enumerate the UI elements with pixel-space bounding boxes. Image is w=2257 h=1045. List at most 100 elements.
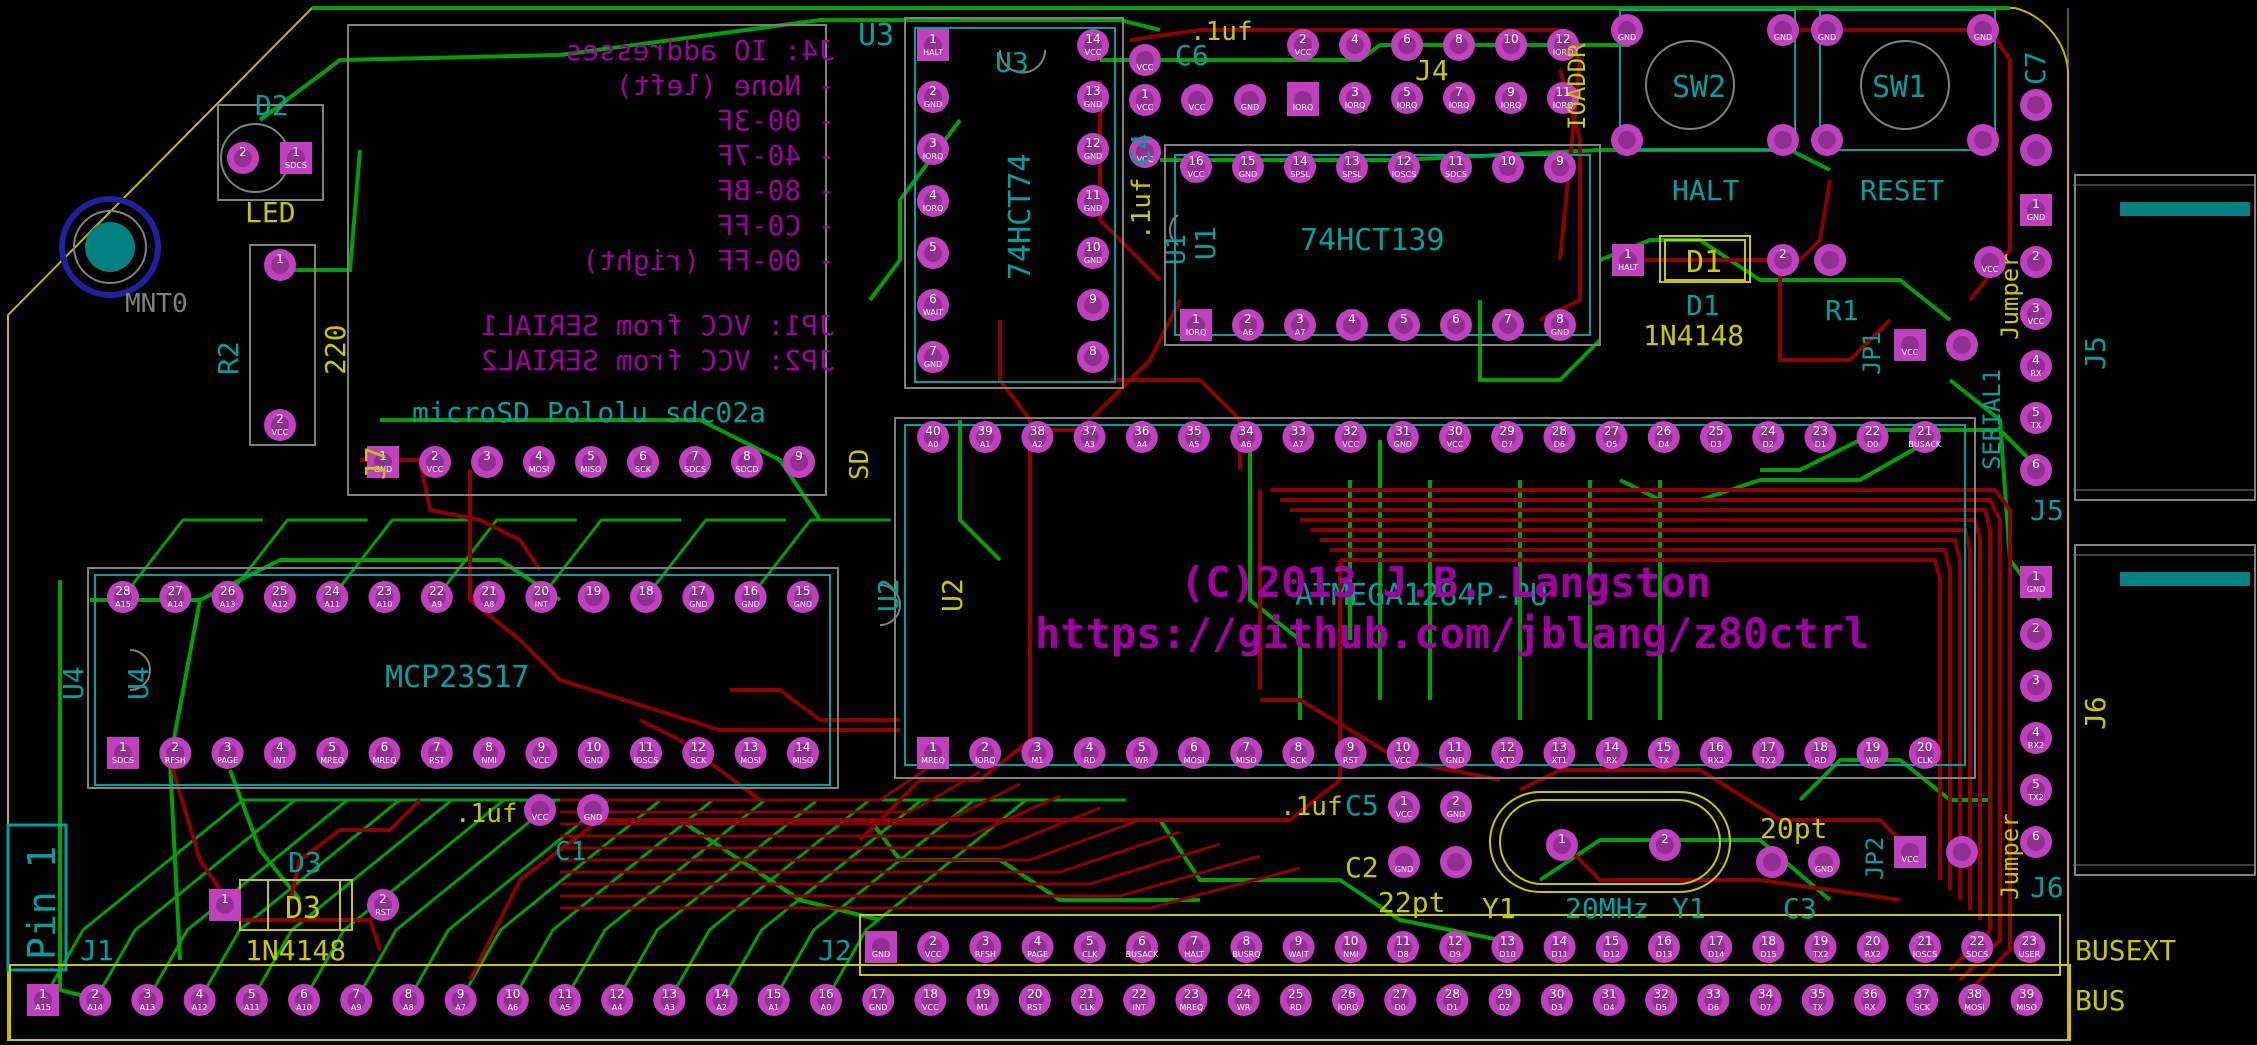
svg-text:23: 23 <box>1184 987 1199 1001</box>
pin1-label: Pin 1 <box>20 846 64 960</box>
svg-text:38: 38 <box>1967 987 1982 1001</box>
svg-text:22: 22 <box>1970 934 1985 948</box>
svg-text:IORQ: IORQ <box>1501 101 1522 110</box>
svg-text:A11: A11 <box>324 600 340 609</box>
svg-text:8: 8 <box>405 987 413 1001</box>
svg-text:D10: D10 <box>1499 950 1515 959</box>
svg-text:21: 21 <box>1079 987 1094 1001</box>
svg-text:17: 17 <box>1709 934 1724 948</box>
svg-text:BUSRQ: BUSRQ <box>1232 950 1260 959</box>
back-silk-notes: J4: IO addresses - None (left) - 00-3F -… <box>481 34 835 377</box>
svg-text:GND: GND <box>1239 170 1257 179</box>
svg-text:1: 1 <box>119 740 127 754</box>
u2-pad-5: 5WR <box>1125 737 1158 769</box>
u3-part: 74HCT74 <box>1003 154 1038 280</box>
svg-text:20: 20 <box>1027 987 1042 1001</box>
svg-text:9: 9 <box>1089 292 1097 306</box>
legend-line-3: - 40-7F <box>717 139 835 172</box>
svg-text:M1: M1 <box>977 1003 989 1012</box>
sw1-pad-4 <box>1967 124 1999 156</box>
svg-text:5: 5 <box>248 987 256 1001</box>
svg-text:D3: D3 <box>1551 1003 1562 1012</box>
jp1-ref: JP1 <box>1858 332 1886 375</box>
sw1-pad-3 <box>1811 124 1843 156</box>
svg-text:GND: GND <box>1394 440 1412 449</box>
svg-text:GND: GND <box>1974 33 1992 42</box>
svg-text:MISO: MISO <box>1236 756 1257 765</box>
svg-text:40: 40 <box>925 424 940 438</box>
svg-text:32: 32 <box>1343 424 1358 438</box>
svg-text:A4: A4 <box>612 1003 623 1012</box>
svg-text:A9: A9 <box>351 1003 362 1012</box>
svg-text:IORQ: IORQ <box>1397 101 1418 110</box>
svg-text:IORQ: IORQ <box>1553 48 1574 57</box>
svg-text:D0: D0 <box>1867 440 1878 449</box>
svg-text:21: 21 <box>1917 934 1932 948</box>
svg-text:2: 2 <box>379 892 387 906</box>
c4-pad-a: VCC <box>1129 44 1161 76</box>
j6-ref-2: J6 <box>2030 871 2064 904</box>
svg-text:MOSI: MOSI <box>1964 1003 1985 1012</box>
svg-text:1: 1 <box>929 740 937 754</box>
u1-pad-2: 2A6 <box>1232 309 1264 341</box>
svg-text:16: 16 <box>1656 934 1671 948</box>
u4-ref-2: U4 <box>122 666 155 700</box>
svg-text:26: 26 <box>1656 424 1671 438</box>
jp-note-1: JP2: VCC from SERIAL2 <box>481 344 835 377</box>
svg-text:2: 2 <box>2032 621 2040 635</box>
svg-text:RST: RST <box>1027 1003 1043 1012</box>
j5-ref-2: J5 <box>2030 494 2064 527</box>
svg-text:4: 4 <box>1034 934 1042 948</box>
svg-text:3: 3 <box>2032 673 2040 687</box>
svg-text:17: 17 <box>871 987 886 1001</box>
svg-text:10: 10 <box>505 987 520 1001</box>
svg-text:IORQ: IORQ <box>1553 101 1574 110</box>
j1-pad-9: 9A7 <box>444 984 477 1016</box>
svg-text:INT: INT <box>1133 1003 1146 1012</box>
svg-text:1: 1 <box>1192 312 1200 326</box>
svg-text:20: 20 <box>534 584 549 598</box>
svg-text:11: 11 <box>1085 188 1100 202</box>
svg-text:RX: RX <box>1864 1003 1876 1012</box>
svg-text:4: 4 <box>196 987 204 1001</box>
svg-text:8: 8 <box>1295 740 1303 754</box>
u2-pad-3: 3M1 <box>1021 737 1054 769</box>
svg-text:24: 24 <box>1236 987 1251 1001</box>
c4-ref: C4 <box>1127 134 1157 165</box>
u4-pad-18: 18 <box>630 581 662 613</box>
c2-value: 22pt <box>1378 886 1445 919</box>
svg-text:23: 23 <box>2022 934 2037 948</box>
svg-text:D13: D13 <box>1656 950 1672 959</box>
d2-ref: D2 <box>255 89 289 122</box>
svg-text:D7: D7 <box>1502 440 1513 449</box>
svg-text:GND: GND <box>584 813 602 822</box>
svg-text:2: 2 <box>1779 247 1787 261</box>
svg-text:BUSACK: BUSACK <box>1908 440 1941 449</box>
svg-text:6: 6 <box>2032 829 2040 843</box>
